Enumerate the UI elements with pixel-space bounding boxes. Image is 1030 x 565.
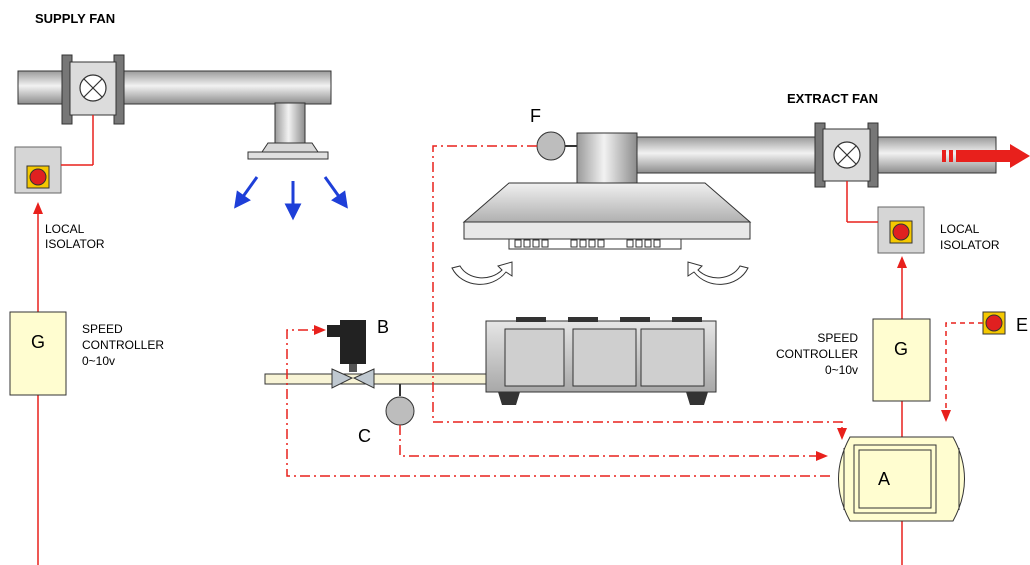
airflow-swirl-right-icon (687, 261, 749, 285)
gas-pipe (264, 373, 491, 385)
cooking-appliance (485, 317, 717, 405)
extract-signal-arrowhead (897, 256, 907, 268)
isolator-extract-label-2: ISOLATOR (940, 238, 1000, 252)
airflow-swirl-left-icon (451, 261, 513, 285)
local-isolator-extract[interactable] (877, 206, 925, 254)
supply-air-arrows (234, 176, 348, 221)
control-panel-a[interactable]: A (838, 436, 965, 522)
extract-duct (576, 132, 997, 184)
supply-fan-title: SUPPLY FAN (35, 11, 115, 26)
label-a: A (878, 469, 890, 489)
label-f: F (530, 106, 541, 126)
label-b: B (377, 317, 389, 337)
local-isolator-supply[interactable] (14, 146, 62, 194)
kitchen-canopy-hood (462, 182, 752, 250)
isolator-extract-label-1: LOCAL (940, 222, 980, 236)
label-c: C (358, 426, 371, 446)
isolator-supply-label-1: LOCAL (45, 222, 85, 236)
isolator-button-icon[interactable] (892, 223, 910, 241)
signal-arrowheads (314, 325, 951, 461)
supply-fan-icon (79, 74, 107, 102)
controller-supply-label-1: SPEED (82, 322, 123, 336)
controller-extract-label-3: 0~10v (825, 363, 858, 377)
supply-signal-arrowhead (33, 202, 43, 214)
label-e: E (1016, 315, 1028, 335)
stop-button-icon[interactable] (985, 314, 1003, 332)
sensor-f[interactable] (536, 131, 577, 161)
emergency-button-e[interactable] (982, 311, 1006, 335)
controller-extract-letter: G (894, 339, 908, 359)
solenoid-valve-b[interactable] (327, 320, 375, 389)
speed-controller-extract[interactable]: G (872, 318, 931, 402)
controller-extract-label-1: SPEED (817, 331, 858, 345)
supply-signal-lines (37, 115, 94, 565)
exhaust-arrow-icon (942, 144, 1030, 168)
controller-supply-letter: G (31, 332, 45, 352)
extract-fan-title: EXTRACT FAN (787, 91, 878, 106)
dashed-e-line (945, 322, 983, 412)
gas-pressure-sensor-c[interactable] (385, 384, 415, 426)
isolator-supply-label-2: ISOLATOR (45, 237, 105, 251)
controller-supply-label-2: CONTROLLER (82, 338, 164, 352)
supply-fan-unit (61, 54, 125, 125)
extract-fan-icon (833, 141, 861, 169)
speed-controller-supply[interactable]: G (9, 311, 67, 396)
controller-extract-label-2: CONTROLLER (776, 347, 858, 361)
extract-fan-unit (814, 122, 879, 188)
isolator-button-icon[interactable] (29, 168, 47, 186)
extract-signal-lines (846, 181, 903, 565)
controller-supply-label-3: 0~10v (82, 354, 115, 368)
dashed-signal-lines (286, 145, 843, 477)
